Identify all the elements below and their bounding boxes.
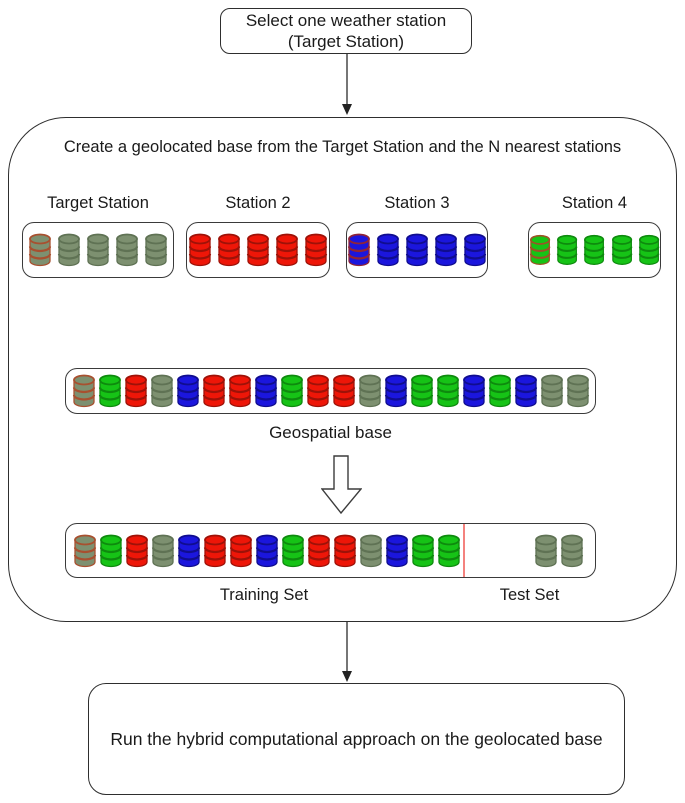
- db-cylinder-red-icon: [124, 374, 148, 408]
- db-cylinder-sage-icon: [57, 233, 81, 267]
- test-set-label: Test Set: [499, 586, 560, 604]
- db-cylinder-target_first-icon: [72, 374, 96, 408]
- station-label-2: Station 2: [225, 194, 291, 212]
- db-cylinder-green-icon: [488, 374, 512, 408]
- db-cylinder-red-icon: [228, 374, 252, 408]
- train-test-divider: [463, 524, 465, 577]
- db-cylinder-red-icon: [188, 233, 212, 267]
- db-cylinder-sage-icon: [115, 233, 139, 267]
- db-cylinder-sage-icon: [358, 374, 382, 408]
- db-cylinder-blue-icon: [254, 374, 278, 408]
- station-label-4: Station 4: [561, 194, 628, 212]
- db-cylinder-blue-icon: [462, 374, 486, 408]
- arrowhead-top-icon: [342, 104, 352, 115]
- db-cylinder-green-icon: [99, 534, 123, 568]
- db-cylinder-red-icon: [217, 233, 241, 267]
- db-cylinder-red-icon: [332, 374, 356, 408]
- db-cylinder-blue-icon: [385, 534, 409, 568]
- db-cylinder-green-icon: [611, 234, 632, 265]
- db-cylinder-red-icon: [304, 233, 328, 267]
- db-cylinder-blue-icon: [376, 233, 400, 267]
- db-cylinder-sage-icon: [144, 233, 168, 267]
- db-cylinder-blue-icon: [434, 233, 458, 267]
- db-cylinder-green_first-icon: [529, 234, 551, 265]
- station-box-2: [186, 222, 330, 278]
- db-cylinder-sage-icon: [359, 534, 383, 568]
- db-cylinder-red-icon: [203, 534, 227, 568]
- db-cylinder-blue-icon: [177, 534, 201, 568]
- training-cylinders-row: [73, 534, 461, 568]
- db-cylinder-blue-icon: [405, 233, 429, 267]
- db-cylinder-blue-icon: [514, 374, 538, 408]
- db-cylinder-green-icon: [280, 374, 304, 408]
- db-cylinder-blue-icon: [255, 534, 279, 568]
- db-cylinder-green-icon: [411, 534, 435, 568]
- db-cylinder-sage-icon: [560, 534, 584, 568]
- db-cylinder-red-icon: [333, 534, 357, 568]
- db-cylinder-red-icon: [275, 233, 299, 267]
- db-cylinder-sage-icon: [150, 374, 174, 408]
- db-cylinder-sage-icon: [534, 534, 558, 568]
- station-label-target: Target Station: [47, 194, 149, 212]
- station-box-4: [528, 222, 661, 278]
- db-cylinder-green-icon: [557, 234, 578, 265]
- db-cylinder-green-icon: [437, 534, 461, 568]
- db-cylinder-green-icon: [436, 374, 460, 408]
- db-cylinder-green-icon: [410, 374, 434, 408]
- arrowhead-bottom-icon: [342, 671, 352, 682]
- select-station-box: Select one weather station (Target Stati…: [220, 8, 472, 54]
- db-cylinder-green-icon: [98, 374, 122, 408]
- db-cylinder-green-icon: [281, 534, 305, 568]
- geospatial-base-label: Geospatial base: [269, 423, 392, 442]
- db-cylinder-blue_first-icon: [347, 233, 371, 267]
- db-cylinder-sage-icon: [151, 534, 175, 568]
- db-cylinder-target_first-icon: [28, 233, 52, 267]
- db-cylinder-blue-icon: [176, 374, 200, 408]
- station-box-3: [346, 222, 488, 278]
- db-cylinder-red-icon: [229, 534, 253, 568]
- db-cylinder-red-icon: [306, 374, 330, 408]
- db-cylinder-blue-icon: [463, 233, 487, 267]
- db-cylinder-sage-icon: [86, 233, 110, 267]
- db-cylinder-red-icon: [307, 534, 331, 568]
- db-cylinder-red-icon: [202, 374, 226, 408]
- container-header: Create a geolocated base from the Target…: [63, 138, 622, 156]
- run-approach-box: Run the hybrid computational approach on…: [88, 683, 625, 795]
- db-cylinder-green-icon: [638, 234, 660, 265]
- db-cylinder-red-icon: [246, 233, 270, 267]
- station-box-target: [22, 222, 174, 278]
- db-cylinder-red-icon: [125, 534, 149, 568]
- test-cylinders-row: [534, 534, 584, 568]
- training-set-label: Training Set: [219, 586, 309, 604]
- select-station-line2: (Target Station): [287, 32, 405, 51]
- db-cylinder-sage-icon: [540, 374, 564, 408]
- db-cylinder-blue-icon: [384, 374, 408, 408]
- db-cylinder-target_first-icon: [73, 534, 97, 568]
- select-station-line1: Select one weather station: [245, 11, 447, 30]
- geospatial-base-box: [65, 368, 596, 414]
- block-arrow-down-icon: [321, 455, 362, 515]
- db-cylinder-sage-icon: [566, 374, 590, 408]
- station-label-3: Station 3: [384, 194, 450, 212]
- train-test-box: [65, 523, 596, 578]
- db-cylinder-green-icon: [584, 234, 605, 265]
- run-approach-text: Run the hybrid computational approach on…: [110, 728, 603, 749]
